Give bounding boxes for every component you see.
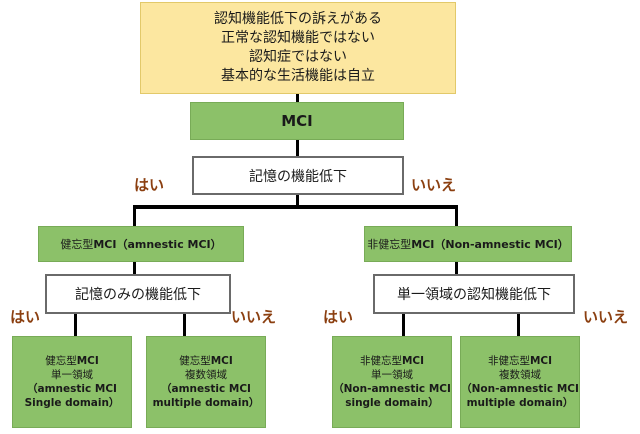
leaf1-line1-a: 健忘型 xyxy=(45,355,77,367)
criteria-line-3: 認知症ではない xyxy=(249,49,347,65)
nonamnestic-bold: MCI（Non-amnestic MCI） xyxy=(411,238,569,251)
leaf-amnestic-single: 健忘型MCI 単一領域 （amnestic MCI Single domain） xyxy=(12,336,132,428)
leaf-nonamnestic-multiple: 非健忘型MCI 複数領域 （Non-amnestic MCI multiple … xyxy=(460,336,580,428)
connector-level1-horizontal xyxy=(133,205,458,209)
leaf-amnestic-multiple: 健忘型MCI 複数領域 （amnestic MCI multiple domai… xyxy=(146,336,266,428)
leaf4-line2: 複数領域 xyxy=(499,369,541,381)
connector-right-leaf2 xyxy=(517,314,520,336)
connector-mci-question xyxy=(296,140,299,156)
connector-nonamnestic-question xyxy=(455,262,458,274)
leaf2-line1-a: 健忘型 xyxy=(179,355,211,367)
leaf2-line4: multiple domain） xyxy=(152,397,260,409)
yes-label-top: はい xyxy=(134,176,165,194)
yes-label-right: はい xyxy=(323,308,354,326)
leaf3-line1-b: MCI xyxy=(401,355,425,367)
leaf3-line1-a: 非健忘型 xyxy=(359,355,402,367)
criteria-line-2: 正常な認知機能ではない xyxy=(221,30,375,46)
connector-level1-right xyxy=(455,205,458,226)
connector-level1-left xyxy=(133,205,136,226)
yes-label-left: はい xyxy=(10,308,41,326)
leaf1-line1-b: MCI xyxy=(76,355,99,367)
no-label-top: いいえ xyxy=(411,176,457,194)
leaf2-line3: （amnestic MCI xyxy=(161,383,251,395)
amnestic-prefix: 健忘型 xyxy=(60,238,94,251)
leaf3-line3: （Non-amnestic MCI xyxy=(333,383,451,395)
leaf4-line1-b: MCI xyxy=(529,355,553,367)
leaf4-line3: （Non-amnestic MCI xyxy=(461,383,579,395)
memory-only-question: 記憶のみの機能低下 xyxy=(45,274,231,314)
leaf4-line1-a: 非健忘型 xyxy=(487,355,530,367)
leaf4-line4: multiple domain） xyxy=(466,397,574,409)
leaf2-line1-b: MCI xyxy=(210,355,233,367)
leaf1-line4: Single domain） xyxy=(24,397,120,409)
memory-decline-question: 記憶の機能低下 xyxy=(192,156,404,195)
mci-criteria-box: 認知機能低下の訴えがある 正常な認知機能ではない 認知症ではない 基本的な生活機… xyxy=(140,2,456,94)
connector-amnestic-question xyxy=(133,262,136,274)
leaf1-line3: （amnestic MCI xyxy=(27,383,117,395)
leaf1-line2: 単一領域 xyxy=(51,369,93,381)
leaf3-line2: 単一領域 xyxy=(371,369,413,381)
connector-left-leaf2 xyxy=(183,314,186,336)
no-label-right: いいえ xyxy=(583,308,629,326)
leaf-nonamnestic-single: 非健忘型MCI 単一領域 （Non-amnestic MCI single do… xyxy=(332,336,452,428)
connector-left-leaf1 xyxy=(74,314,77,336)
criteria-line-4: 基本的な生活機能は自立 xyxy=(221,68,375,84)
amnestic-bold: MCI（amnestic MCI） xyxy=(93,238,222,251)
connector-criteria-mci xyxy=(296,94,299,102)
mci-box: MCI xyxy=(190,102,404,140)
no-label-left: いいえ xyxy=(231,308,277,326)
leaf3-line4: single domain） xyxy=(345,397,439,409)
connector-question-down xyxy=(296,195,299,207)
leaf2-line2: 複数領域 xyxy=(185,369,227,381)
nonamnestic-prefix: 非健忘型 xyxy=(367,238,412,251)
connector-right-leaf1 xyxy=(402,314,405,336)
criteria-line-1: 認知機能低下の訴えがある xyxy=(214,11,382,27)
single-domain-question: 単一領域の認知機能低下 xyxy=(373,274,575,314)
